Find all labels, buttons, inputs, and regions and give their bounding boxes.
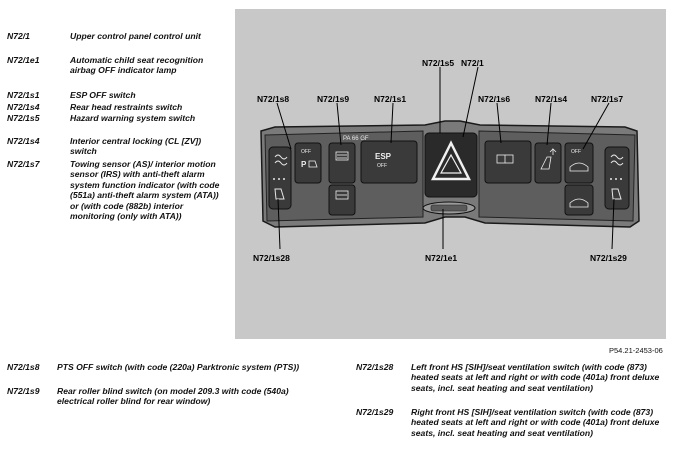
legend-desc: Interior central locking (CL [ZV]) switc… [70,136,202,157]
esp-label: ESP [375,152,392,161]
illustration-panel: PA 66 GF OFF P ESP OFF [235,9,666,339]
legend-code: N72/1s1 [7,90,40,100]
legend-code: N72/1s28 [356,362,394,372]
legend-code: N72/1s29 [356,407,394,417]
legend-desc: Rear head restraints switch [70,102,183,112]
rear-headrest-button[interactable] [534,142,562,184]
callout-n72-1e1: N72/1e1 [425,253,457,263]
interior-motion-button[interactable] [564,184,594,216]
esp-off-label: OFF [377,163,387,169]
legend-code: N72/1e1 [7,55,40,65]
legend-row: N72/1 Upper control panel control unit [0,31,235,53]
legend-code: N72/1 [7,31,30,41]
figure-reference: P54.21-2453-06 [609,346,663,355]
legend-code: N72/1s5 [7,113,40,123]
legend-code: N72/1s7 [7,159,40,169]
seat-heat-left-button[interactable] [268,146,292,210]
tow-sensor-off-label: OFF [571,149,581,155]
callout-n72-1s4: N72/1s4 [535,94,567,104]
control-panel-illustration: PA 66 GF OFF P ESP OFF [253,58,640,263]
legend-desc: PTS OFF switch (with code (220a) Parktro… [57,362,300,372]
legend-desc: Rear roller blind switch (on model 209.3… [57,386,289,407]
legend-desc: Hazard warning system switch [70,113,196,123]
parking-p-icon: P [301,160,307,169]
airbag-off-indicator-lamp [422,201,476,215]
hazard-warning-button[interactable] [424,132,478,198]
callout-n72-1s5: N72/1s5 [422,58,454,68]
pts-off-label: OFF [301,149,311,155]
part-stamp: PA 66 GF [343,136,369,142]
legend-desc: Left front HS [SIH]/seat ventilation swi… [411,362,660,393]
legend-desc: Towing sensor (AS)/ interior motion sens… [70,159,220,222]
roller-blind-button[interactable] [328,142,356,184]
leader-lines [276,66,615,250]
callout-n72-1s28: N72/1s28 [253,253,290,263]
callout-n72-1s9: N72/1s9 [317,94,349,104]
legend-desc: Automatic child seat recognition airbag … [70,55,204,76]
legend-desc: Right front HS [SIH]/seat ventilation sw… [411,407,660,438]
legend-code: N72/1s9 [7,386,40,396]
callout-n72-1s8: N72/1s8 [257,94,289,104]
callout-n72-1s6: N72/1s6 [478,94,510,104]
legend-code: N72/1s4 [7,102,40,112]
tow-sensor-button[interactable]: OFF [564,142,594,184]
seat-heat-right-button[interactable] [604,146,630,210]
roller-blind-lower-button[interactable] [328,184,356,216]
legend-code: N72/1s8 [7,362,40,372]
callout-n72-1s1: N72/1s1 [374,94,406,104]
legend-desc: Upper control panel control unit [70,31,201,41]
interior-locking-button[interactable] [484,140,532,184]
callout-n72-1: N72/1 [461,58,484,68]
esp-off-button[interactable]: ESP OFF [360,140,418,184]
legend-desc: ESP OFF switch [70,90,136,100]
pts-off-button[interactable]: OFF P [294,142,322,184]
callout-n72-1s7: N72/1s7 [591,94,623,104]
callout-n72-1s29: N72/1s29 [590,253,627,263]
legend-code: N72/1s4 [7,136,40,146]
